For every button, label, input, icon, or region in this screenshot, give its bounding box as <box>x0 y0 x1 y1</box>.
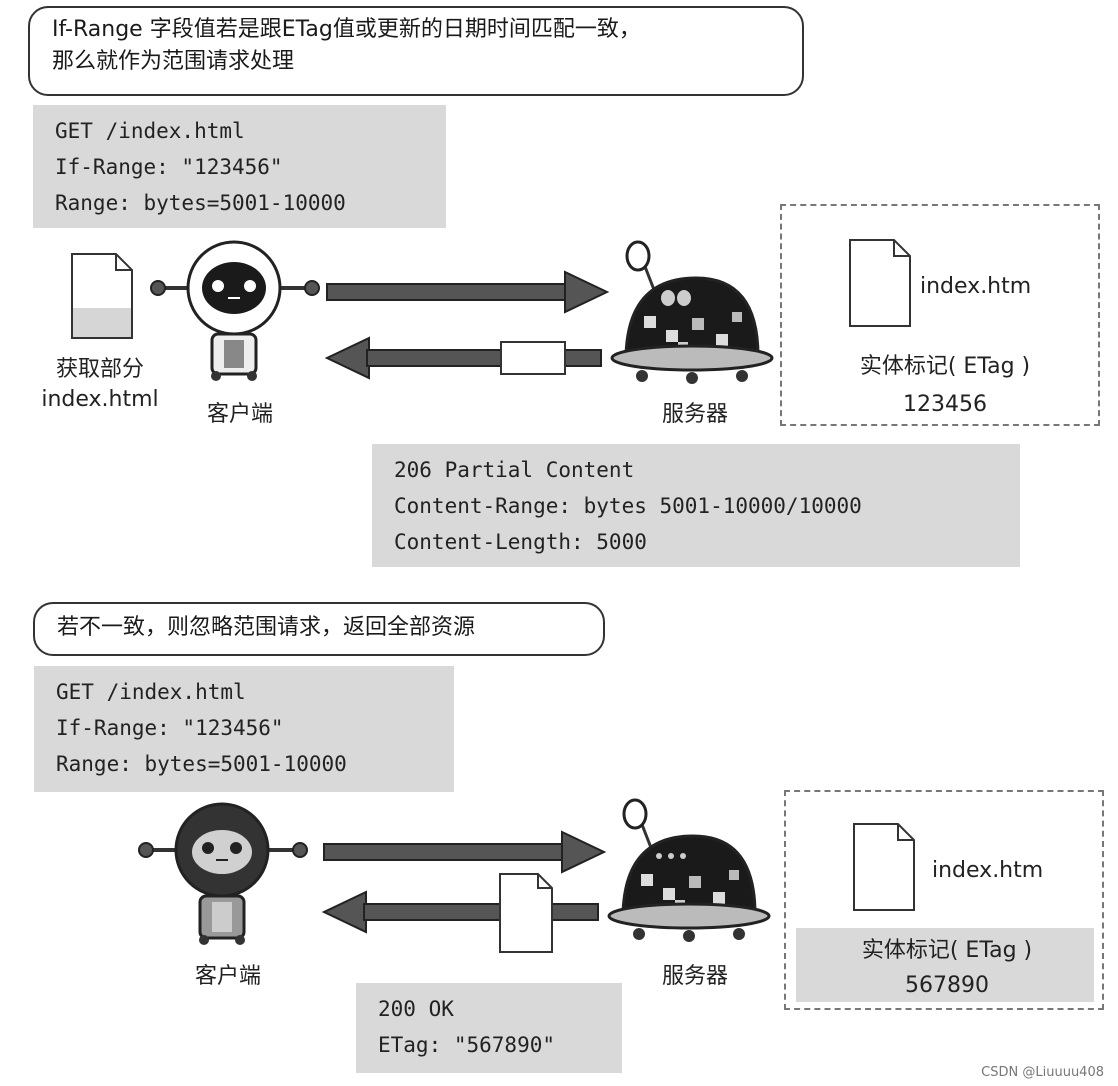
response-arrow-2 <box>321 890 599 934</box>
server-file-name-1: index.htm <box>920 274 1032 299</box>
request-block-1: GET /index.html If-Range: "123456" Range… <box>33 105 446 228</box>
watermark: CSDN @Liuuuu408 <box>981 1065 1104 1080</box>
partial-file-icon <box>71 253 133 339</box>
server-robot-icon <box>610 240 774 384</box>
response-header-content-range: Content-Range: bytes 5001-10000/10000 <box>394 494 862 518</box>
request-header-if-range: If-Range: "123456" <box>55 155 283 179</box>
request-arrow-1 <box>326 270 610 314</box>
request-block-2: GET /index.html If-Range: "123456" Range… <box>34 666 454 792</box>
client-label-1: 客户端 <box>206 402 273 427</box>
request-header-range: Range: bytes=5001-10000 <box>56 752 347 776</box>
response-status: 200 OK <box>378 997 454 1021</box>
callout-mismatch: 若不一致，则忽略范围请求，返回全部资源 <box>33 602 605 656</box>
request-line: GET /index.html <box>55 119 245 143</box>
server-storage-box-2 <box>784 790 1104 1010</box>
response-header-content-length: Content-Length: 5000 <box>394 530 647 554</box>
server-robot-icon <box>607 798 771 942</box>
client-robot-icon <box>150 240 320 381</box>
callout-match-line-2: 那么就作为范围请求处理 <box>52 49 295 74</box>
client-robot-icon <box>138 802 308 945</box>
request-line: GET /index.html <box>56 680 246 704</box>
response-block-1: 206 Partial Content Content-Range: bytes… <box>372 444 1020 567</box>
partial-file-label-line-2: index.html <box>41 387 159 412</box>
request-header-range: Range: bytes=5001-10000 <box>55 191 346 215</box>
etag-highlight-2 <box>796 928 1094 1002</box>
response-block-2: 200 OK ETag: "567890" <box>356 983 622 1073</box>
server-label-1: 服务器 <box>661 402 728 427</box>
request-header-if-range: If-Range: "123456" <box>56 716 284 740</box>
response-header-etag: ETag: "567890" <box>378 1033 556 1057</box>
callout-match: If-Range 字段值若是跟ETag值或更新的日期时间匹配一致， 那么就作为范… <box>28 6 804 96</box>
etag-value-1: 123456 <box>903 392 987 417</box>
server-label-2: 服务器 <box>661 964 728 989</box>
etag-label-1: 实体标记( ETag ) <box>859 354 1031 379</box>
callout-match-line-1: If-Range 字段值若是跟ETag值或更新的日期时间匹配一致， <box>52 17 641 42</box>
response-arrow-1 <box>324 336 602 380</box>
partial-file-label-line-1: 获取部分 <box>55 357 144 382</box>
partial-file-label: 获取部分 index.html <box>20 355 180 415</box>
etag-label-2: 实体标记( ETag ) <box>861 938 1033 963</box>
server-file-icon <box>849 239 911 327</box>
etag-value-2: 567890 <box>905 973 989 998</box>
client-label-2: 客户端 <box>194 964 261 989</box>
response-status: 206 Partial Content <box>394 458 635 482</box>
server-storage-box-1 <box>780 204 1100 426</box>
full-file-icon <box>499 873 553 953</box>
callout-mismatch-text: 若不一致，则忽略范围请求，返回全部资源 <box>57 615 476 640</box>
server-file-icon <box>853 823 915 911</box>
server-file-name-2: index.htm <box>932 858 1044 883</box>
request-arrow-2 <box>323 830 607 874</box>
